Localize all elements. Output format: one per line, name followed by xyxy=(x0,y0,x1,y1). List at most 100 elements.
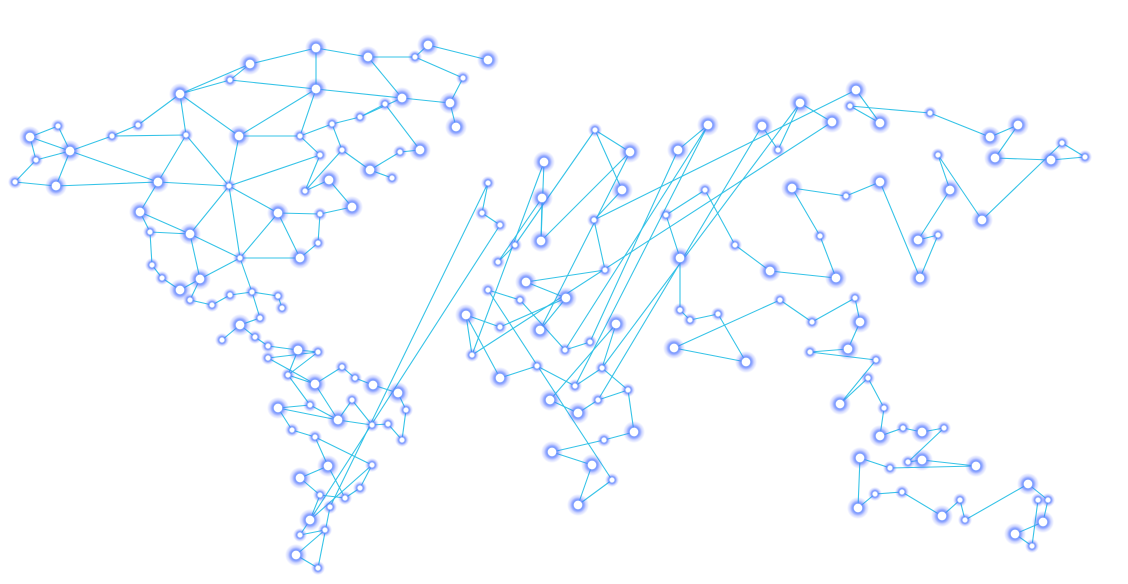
network-node xyxy=(529,319,551,341)
node-core xyxy=(185,229,195,239)
node-core xyxy=(905,459,911,465)
network-node xyxy=(287,339,309,361)
node-core xyxy=(175,285,185,295)
network-node xyxy=(8,175,22,189)
network-node xyxy=(515,271,537,293)
node-core xyxy=(291,550,301,560)
network-node xyxy=(869,171,891,193)
node-core xyxy=(485,180,491,186)
network-node xyxy=(393,145,407,159)
node-core xyxy=(55,123,61,129)
network-node xyxy=(59,140,81,162)
node-core xyxy=(625,387,631,393)
node-core xyxy=(495,373,505,383)
network-node xyxy=(591,393,605,407)
network-node xyxy=(223,73,237,87)
node-core xyxy=(147,229,153,235)
network-node xyxy=(445,116,467,138)
node-core xyxy=(900,425,906,431)
network-edge xyxy=(525,269,606,283)
node-core xyxy=(675,253,685,263)
network-node xyxy=(673,303,687,317)
node-core xyxy=(275,293,281,299)
node-core xyxy=(302,188,308,194)
network-node xyxy=(958,513,972,527)
node-core xyxy=(153,177,163,187)
network-node xyxy=(567,494,589,516)
node-core xyxy=(827,117,837,127)
network-node xyxy=(228,125,250,147)
node-core xyxy=(397,149,403,155)
network-node xyxy=(378,97,392,111)
node-core xyxy=(561,293,571,303)
network-node xyxy=(587,213,601,227)
node-core xyxy=(423,40,433,50)
node-core xyxy=(339,147,345,153)
node-core xyxy=(521,277,531,287)
node-core xyxy=(65,146,75,156)
network-edge xyxy=(769,270,837,279)
network-node xyxy=(481,176,495,190)
network-node xyxy=(667,139,689,161)
node-core xyxy=(265,355,271,361)
node-core xyxy=(365,165,375,175)
network-edge xyxy=(849,105,931,114)
network-node xyxy=(491,255,505,269)
network-node xyxy=(271,289,285,303)
network-node xyxy=(465,348,479,362)
network-node xyxy=(439,92,461,114)
node-core xyxy=(249,289,255,295)
network-nodes xyxy=(8,34,1092,575)
node-core xyxy=(323,461,333,471)
node-core xyxy=(382,101,388,107)
network-node xyxy=(965,455,987,477)
network-edge xyxy=(314,436,373,466)
network-node xyxy=(539,389,561,411)
node-core xyxy=(777,297,783,303)
node-core xyxy=(279,305,285,311)
network-node xyxy=(845,79,867,101)
network-node xyxy=(931,148,945,162)
network-node xyxy=(1032,511,1054,533)
node-core xyxy=(512,242,518,248)
network-node xyxy=(849,447,871,469)
network-edge xyxy=(540,151,631,242)
network-node xyxy=(45,175,67,197)
network-node xyxy=(169,83,191,105)
node-core xyxy=(715,311,721,317)
node-core xyxy=(315,349,321,355)
node-core xyxy=(957,497,963,503)
network-node xyxy=(623,421,645,443)
network-edge xyxy=(465,314,501,379)
node-core xyxy=(757,121,767,131)
node-core xyxy=(517,297,523,303)
network-node xyxy=(508,238,522,252)
node-core xyxy=(324,175,334,185)
node-core xyxy=(293,345,303,355)
network-node xyxy=(583,335,597,349)
network-edge xyxy=(593,89,857,221)
node-core xyxy=(591,217,597,223)
network-node xyxy=(896,421,910,435)
network-node xyxy=(391,87,413,109)
node-core xyxy=(273,403,283,413)
network-node xyxy=(849,311,871,333)
network-edge xyxy=(964,483,1029,521)
network-node xyxy=(313,207,327,221)
node-core xyxy=(333,415,343,425)
node-core xyxy=(765,266,775,276)
network-node xyxy=(1025,539,1039,553)
node-core xyxy=(312,434,318,440)
node-core xyxy=(209,302,215,308)
node-core xyxy=(573,408,583,418)
node-core xyxy=(51,181,61,191)
network-node xyxy=(357,46,379,68)
network-node xyxy=(567,402,589,424)
network-node xyxy=(555,287,577,309)
network-edge xyxy=(536,365,576,387)
network-node xyxy=(869,425,891,447)
network-node xyxy=(233,251,247,265)
node-core xyxy=(327,504,333,510)
node-core xyxy=(311,84,321,94)
network-node xyxy=(308,430,322,444)
